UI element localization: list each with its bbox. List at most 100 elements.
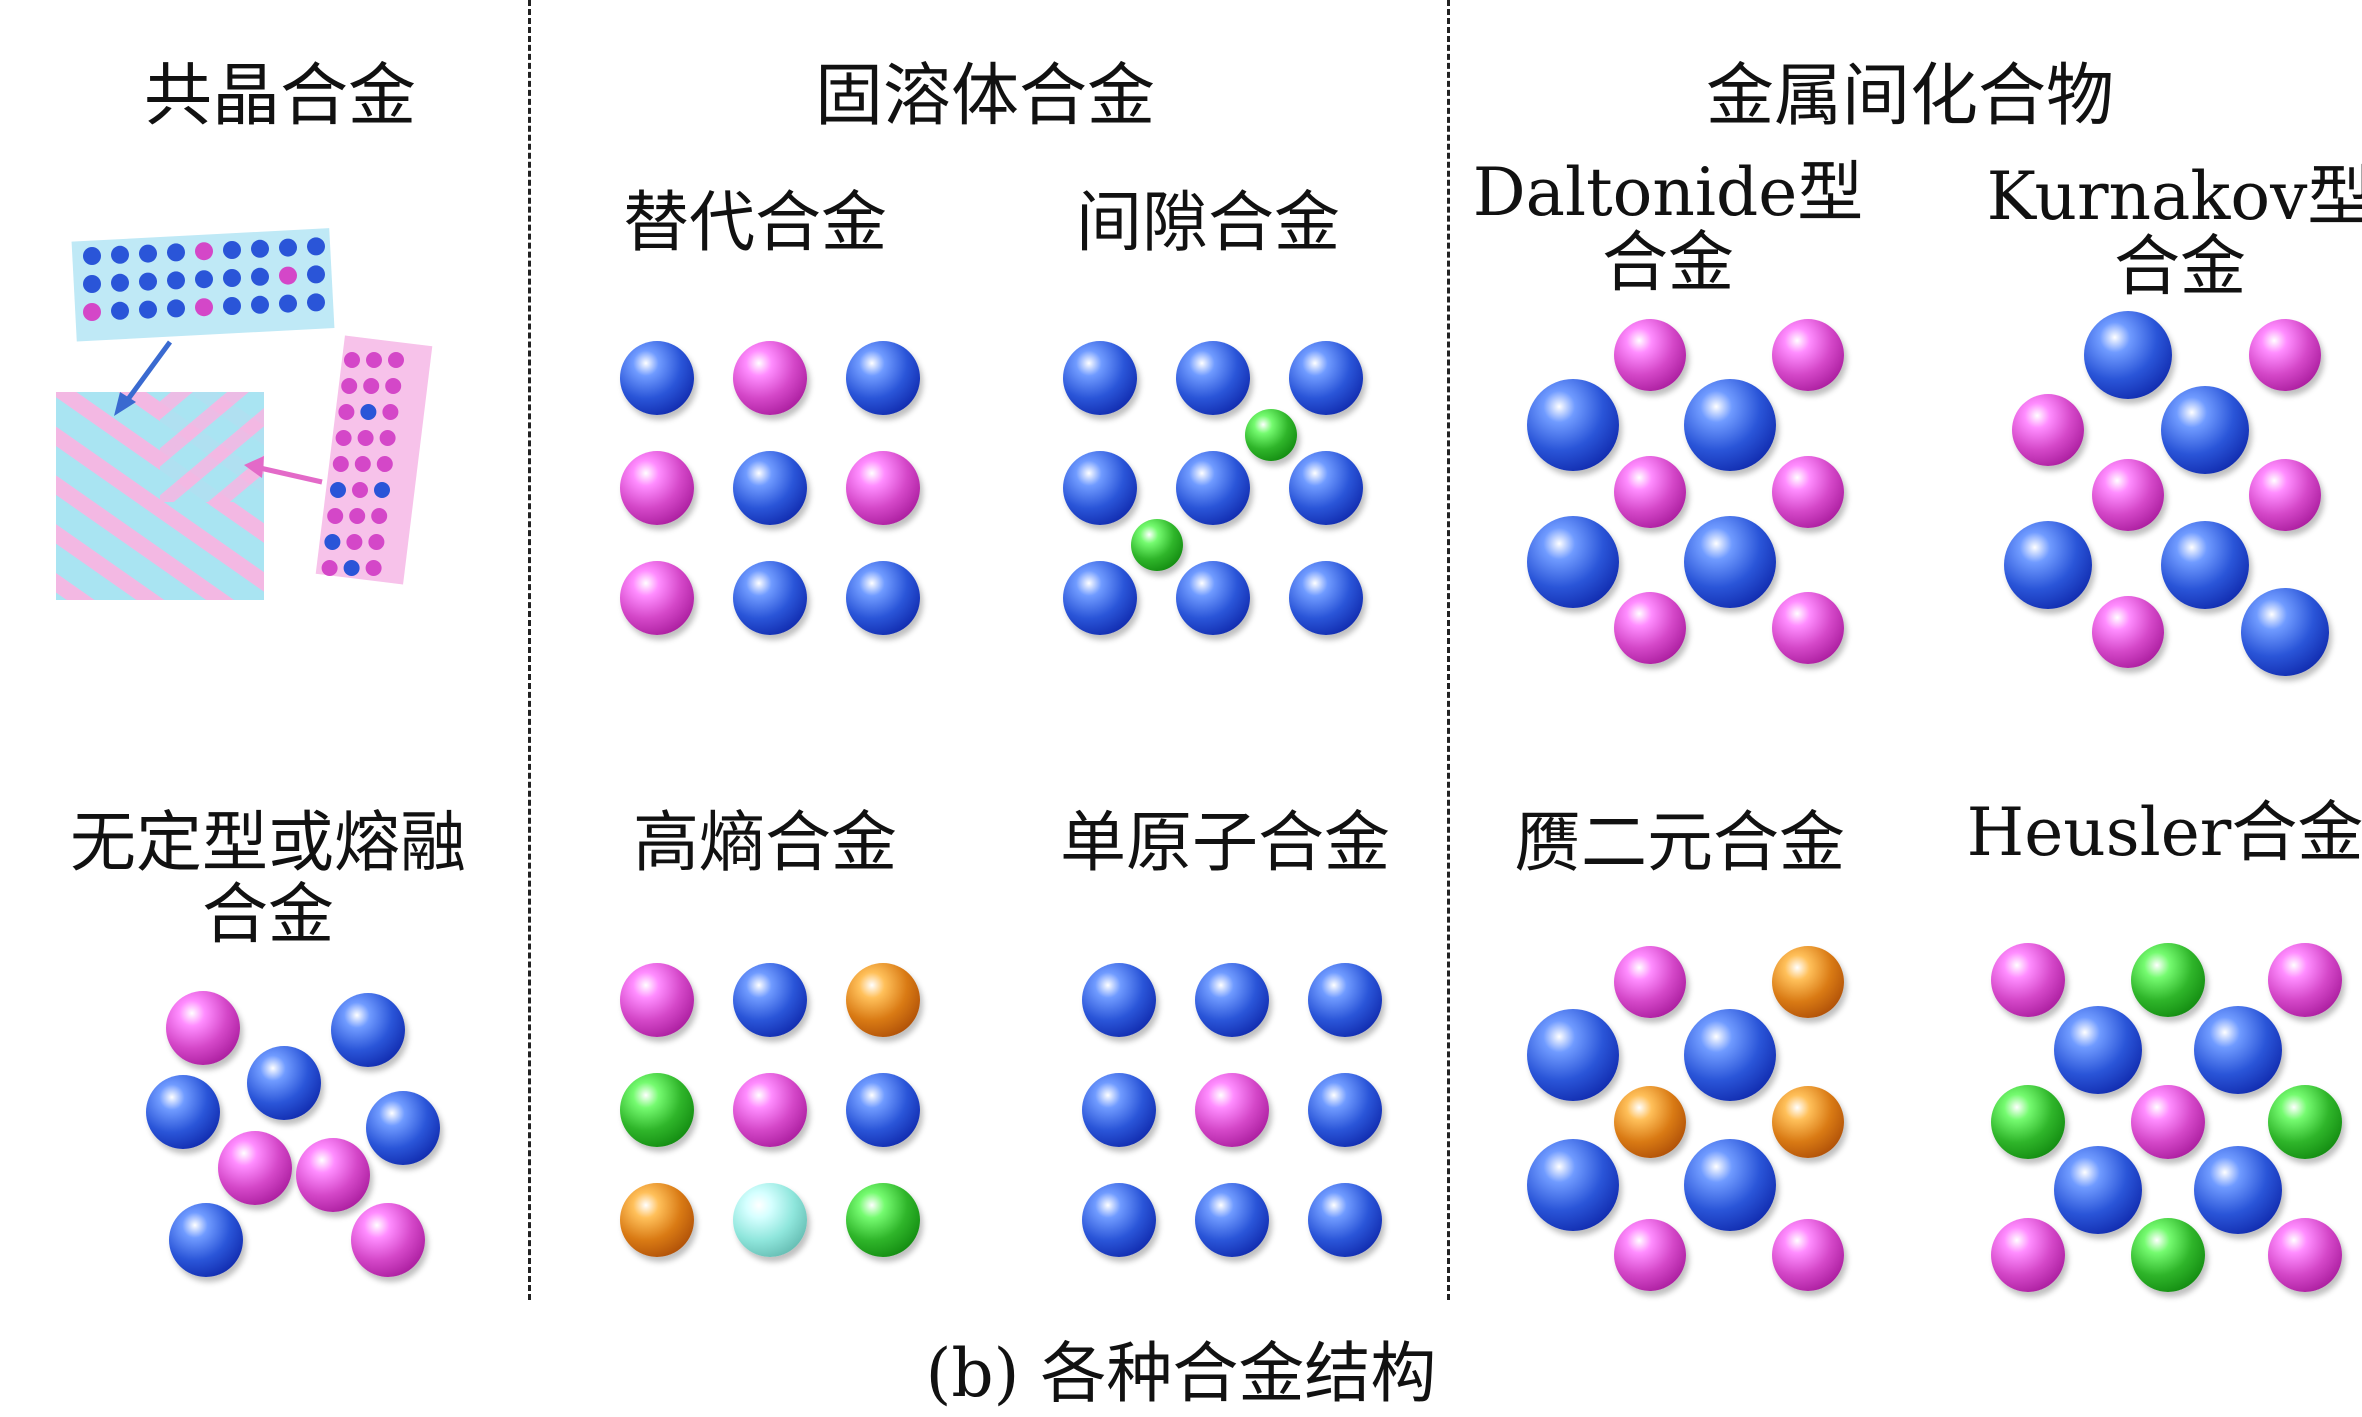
daltonide-blue-atom [1527,516,1619,608]
daltonide-magenta-atom [1772,319,1844,391]
blue-phase-atoms [83,237,325,321]
magenta-atom [1195,1073,1269,1147]
blue-atom [1195,963,1269,1037]
eutectic-strip-atom [139,272,157,291]
eutectic-strip-atom [349,508,366,524]
eutectic-strip-atom [335,430,352,446]
eutectic-strip-atom [83,303,101,321]
heusler-green-atom [2131,1218,2205,1292]
eutectic-strip-atom [307,265,325,284]
kurnakov-magenta-atom [2092,596,2164,668]
eutectic-strip-atom [374,482,390,498]
amorphous-blue-atom [169,1203,243,1277]
eutectic-strip-atom [111,273,129,292]
amorphous-blue-atom [366,1091,440,1165]
pseudo-binary-magenta-atom [1614,1219,1686,1291]
amorphous-blue-atom [247,1046,321,1120]
blue-atom [1308,1073,1382,1147]
eutectic-strip-atom [251,267,269,286]
column-divider-left [528,0,531,1300]
blue-atom [1063,451,1137,525]
eutectic-strip-atom [139,244,157,263]
pink-phase-atoms [321,352,404,576]
magenta-atom [620,963,694,1037]
blue-atom [1082,1073,1156,1147]
magenta-atom [620,561,694,635]
amorphous-magenta-atom [351,1203,425,1277]
eutectic-strip-atom [382,404,399,420]
pseudo-binary-blue-atom [1684,1009,1776,1101]
heusler-green-atom [2268,1085,2342,1159]
eutectic-strip-atom [376,456,393,472]
kurnakov-blue-atom [2004,521,2092,609]
label-daltonide-1: Daltonide型 [1472,154,1864,231]
heusler-magenta-atom [2268,943,2342,1017]
magenta-atom [846,451,920,525]
eutectic-strip-atom [195,242,213,261]
eutectic-strip-atom [167,271,185,290]
eutectic-strip-atom [365,560,382,576]
eutectic-strip-atom [388,352,404,368]
pseudo-binary-orange-atom [1772,1086,1844,1158]
kurnakov-blue-atom [2084,311,2172,399]
arrow-pink [259,465,323,485]
kurnakov-magenta-atom [2249,459,2321,531]
arrow-blue-head [114,392,136,416]
orange-atom [846,963,920,1037]
label-substitutional: 替代合金 [623,184,887,261]
interstitial-green-atom [1245,409,1297,461]
eutectic-strip-atom [324,534,341,550]
eutectic-pink-phase-strip [315,335,433,585]
eutectic-strip-atom [371,508,388,524]
arrow-blue [123,340,173,404]
label-kurnakov-2: 合金 [2114,228,2246,305]
blue-atom [1289,341,1363,415]
eutectic-strip-atom [223,297,241,315]
blue-atom [620,341,694,415]
heusler-blue-atom [2194,1146,2282,1234]
label-pseudo-binary: 赝二元合金 [1515,804,1845,881]
eutectic-strip-atom [379,430,396,446]
daltonide-magenta-atom [1772,456,1844,528]
header-intermetallic: 金属间化合物 [1705,57,2115,136]
eutectic-strip-atom [338,404,355,420]
eutectic-strip-atom [363,378,380,394]
eutectic-strip-atom [321,560,338,576]
pseudo-binary-blue-atom [1527,1009,1619,1101]
eutectic-strip-atom [223,241,241,259]
pseudo-binary-blue-atom [1684,1139,1776,1231]
blue-atom [1176,341,1250,415]
eutectic-strip-atom [385,378,402,394]
heusler-green-atom [1991,1085,2065,1159]
label-daltonide-2: 合金 [1602,224,1734,301]
eutectic-strip-atom [83,247,101,265]
arrow-pink-head [244,456,264,478]
eutectic-lamellar-region [160,392,264,502]
eutectic-strip-atom [366,352,382,368]
heusler-magenta-atom [1991,1218,2065,1292]
blue-atom [1063,561,1137,635]
eutectic-strip-atom [330,482,346,498]
blue-atom [733,963,807,1037]
heusler-magenta-atom [2131,1085,2205,1159]
orange-atom [620,1183,694,1257]
eutectic-strip-atom [360,404,377,420]
kurnakov-blue-atom [2161,521,2249,609]
eutectic-strip-atom [343,560,360,576]
amorphous-magenta-atom [166,991,240,1065]
blue-atom [1289,561,1363,635]
eutectic-strip-atom [251,295,269,314]
heusler-magenta-atom [1991,943,2065,1017]
daltonide-magenta-atom [1614,592,1686,664]
interstitial-green-atom [1131,519,1183,571]
pseudo-binary-orange-atom [1614,1086,1686,1158]
blue-atom [846,341,920,415]
header-eutectic: 共晶合金 [143,57,417,136]
eutectic-strip-atom [307,293,325,312]
label-heusler: Heusler合金 [1966,794,2362,871]
amorphous-blue-atom [331,993,405,1067]
pseudo-binary-magenta-atom [1772,1219,1844,1291]
column-divider-right [1447,0,1450,1300]
blue-atom [1289,451,1363,525]
amorphous-magenta-atom [218,1131,292,1205]
